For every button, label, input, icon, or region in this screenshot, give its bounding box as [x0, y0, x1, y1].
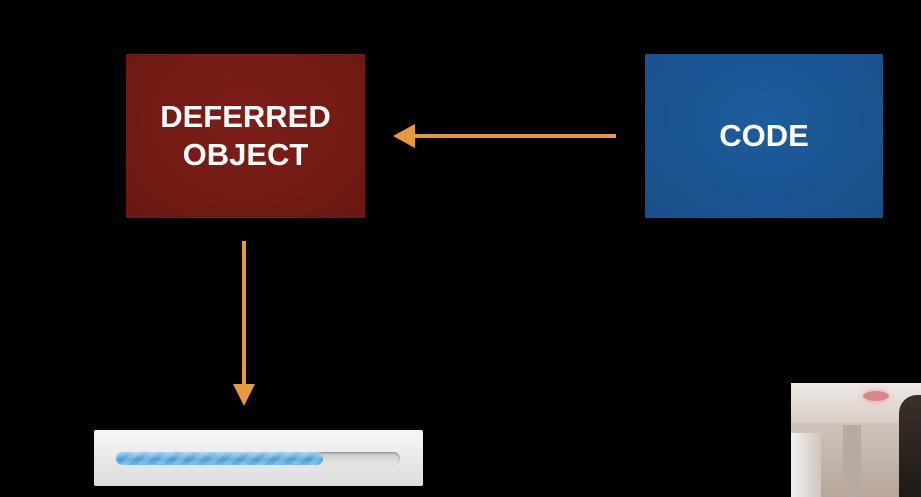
arrow-left-icon [393, 124, 616, 148]
deferred-object-label: DEFERRED OBJECT [160, 99, 331, 172]
code-label: CODE [719, 118, 809, 153]
progress-fill [116, 452, 324, 465]
webcam-overlay [791, 383, 921, 497]
ceiling-light [863, 391, 889, 401]
progress-panel [94, 430, 423, 486]
presenter-silhouette [899, 395, 921, 497]
code-box: CODE [645, 54, 883, 218]
webcam-door [843, 425, 861, 497]
progress-track [116, 452, 400, 465]
arrow-down-icon [233, 241, 255, 406]
webcam-window [791, 433, 821, 497]
deferred-object-box: DEFERRED OBJECT [126, 54, 365, 218]
